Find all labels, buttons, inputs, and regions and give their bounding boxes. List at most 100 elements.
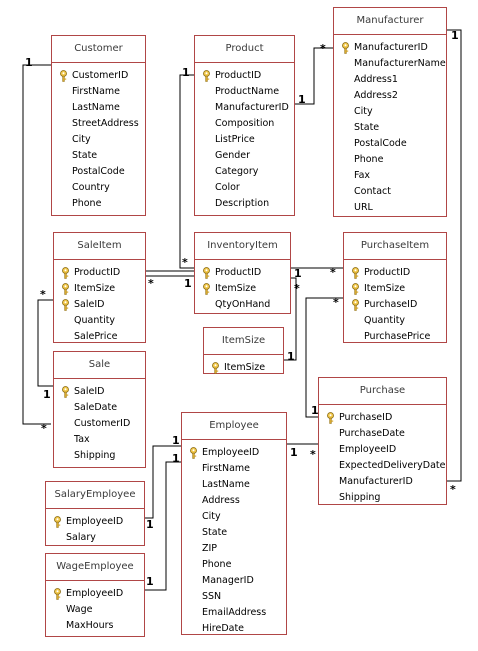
field[interactable]: Address2 (334, 88, 446, 104)
field[interactable]: PurchaseDate (319, 426, 446, 442)
field[interactable]: EmailAddress (182, 605, 286, 621)
field-name: ProductID (215, 70, 262, 81)
field[interactable]: Shipping (319, 490, 446, 506)
field-name: SaleDate (74, 402, 118, 413)
marker-one: 1 (287, 350, 295, 363)
field[interactable]: City (334, 104, 446, 120)
field[interactable]: ZIP (182, 541, 286, 557)
field-name: MaxHours (66, 620, 114, 631)
field[interactable]: Quantity (54, 313, 145, 329)
field[interactable]: QtyOnHand (195, 297, 290, 313)
primary-key-field[interactable]: PurchaseID (344, 297, 446, 313)
field[interactable]: Phone (182, 557, 286, 573)
primary-key-field[interactable]: SaleID (54, 384, 145, 400)
primary-key-field[interactable]: ProductID (344, 265, 446, 281)
primary-key-field[interactable]: EmployeeID (46, 586, 144, 602)
field[interactable]: Address (182, 493, 286, 509)
field[interactable]: Description (195, 196, 294, 212)
field[interactable]: Tax (54, 432, 145, 448)
key-icon (59, 70, 68, 82)
field[interactable]: ProductName (195, 84, 294, 100)
key-icon (202, 267, 211, 279)
field[interactable]: Wage (46, 602, 144, 618)
primary-key-field[interactable]: EmployeeID (182, 445, 286, 461)
field[interactable]: SalePrice (54, 329, 145, 345)
field[interactable]: SaleDate (54, 400, 145, 416)
field[interactable]: State (52, 148, 145, 164)
field[interactable]: PurchasePrice (344, 329, 446, 345)
primary-key-field[interactable]: ItemSize (195, 281, 290, 297)
rel-product-inventoryitem (179, 74, 194, 269)
field[interactable]: CustomerID (54, 416, 145, 432)
field[interactable]: Phone (334, 152, 446, 168)
table-title: WageEmployee (46, 554, 144, 581)
table-title: Product (195, 36, 294, 63)
field[interactable]: Category (195, 164, 294, 180)
primary-key-field[interactable]: ItemSize (54, 281, 145, 297)
field[interactable]: Country (52, 180, 145, 196)
primary-key-field[interactable]: ProductID (195, 265, 290, 281)
field-name: EmployeeID (202, 447, 260, 458)
field[interactable]: Salary (46, 530, 144, 546)
primary-key-field[interactable]: SaleID (54, 297, 145, 313)
field[interactable]: ManufacturerID (319, 474, 446, 490)
field[interactable]: PostalCode (334, 136, 446, 152)
field[interactable]: ExpectedDeliveryDate (319, 458, 446, 474)
primary-key-field[interactable]: EmployeeID (46, 514, 144, 530)
field[interactable]: ManufacturerID (195, 100, 294, 116)
field[interactable]: FirstName (52, 84, 145, 100)
field[interactable]: MaxHours (46, 618, 144, 634)
field-name: Gender (215, 150, 251, 161)
primary-key-field[interactable]: CustomerID (52, 68, 145, 84)
primary-key-field[interactable]: ProductID (54, 265, 145, 281)
field[interactable]: URL (334, 200, 446, 216)
primary-key-field[interactable]: ItemSize (204, 360, 283, 376)
primary-key-field[interactable]: PurchaseID (319, 410, 446, 426)
field[interactable]: EmployeeID (319, 442, 446, 458)
marker-many: * (294, 282, 300, 295)
field[interactable]: State (334, 120, 446, 136)
field[interactable]: Fax (334, 168, 446, 184)
primary-key-field[interactable]: ItemSize (344, 281, 446, 297)
field[interactable]: PostalCode (52, 164, 145, 180)
field[interactable]: ManagerID (182, 573, 286, 589)
rel-customer-sale (22, 64, 51, 425)
field[interactable]: Address1 (334, 72, 446, 88)
field[interactable]: Phone (52, 196, 145, 212)
field[interactable]: FirstName (182, 461, 286, 477)
field[interactable]: ManufacturerName (334, 56, 446, 72)
field[interactable]: City (52, 132, 145, 148)
field[interactable]: Color (195, 180, 294, 196)
field[interactable]: LastName (52, 100, 145, 116)
field[interactable]: State (182, 525, 286, 541)
field[interactable]: ListPrice (195, 132, 294, 148)
field-name: ManufacturerName (354, 58, 446, 69)
field[interactable]: SSN (182, 589, 286, 605)
field-name: ProductID (74, 267, 121, 278)
field[interactable]: HireDate (182, 621, 286, 637)
primary-key-field[interactable]: ManufacturerID (334, 40, 446, 56)
field[interactable]: StreetAddress (52, 116, 145, 132)
field[interactable]: Shipping (54, 448, 145, 464)
field[interactable]: LastName (182, 477, 286, 493)
field-name: Contact (354, 186, 391, 197)
field[interactable]: Quantity (344, 313, 446, 329)
field[interactable]: Gender (195, 148, 294, 164)
field[interactable]: Composition (195, 116, 294, 132)
field-name: Wage (66, 604, 93, 615)
field[interactable]: City (182, 509, 286, 525)
primary-key-field[interactable]: ProductID (195, 68, 294, 84)
field[interactable]: Contact (334, 184, 446, 200)
